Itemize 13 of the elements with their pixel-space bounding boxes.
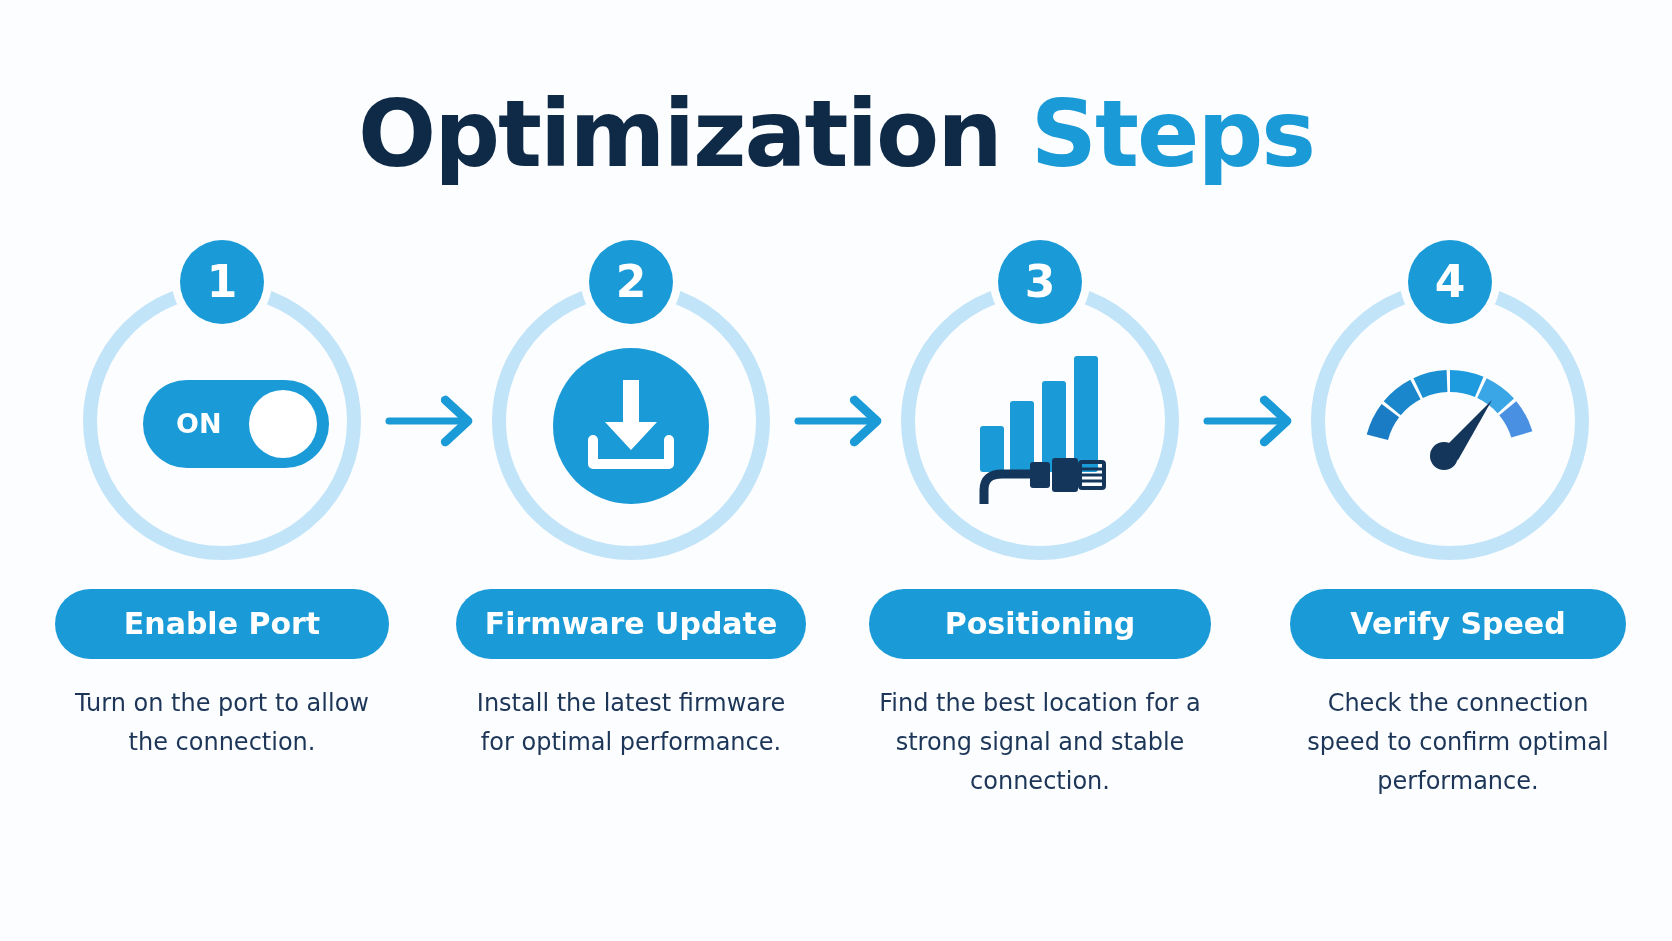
step-title-pill: Firmware Update <box>456 589 806 659</box>
step-title-pill: Verify Speed <box>1290 589 1626 659</box>
arrow <box>385 395 473 447</box>
step-description: Find the best location for a strong signal and stable connection. <box>878 688 1202 797</box>
arrow <box>794 395 882 447</box>
title: Optimization Steps <box>356 80 1316 190</box>
step-description: Check the connection speed to confirm optimal performance. <box>1306 688 1610 797</box>
step-description: Install the latest firmware for optimal performance. <box>475 688 787 758</box>
arrow <box>1203 395 1292 447</box>
step-description: Turn on the port to allow the connection. <box>74 688 370 758</box>
toggle-label: ON <box>176 409 222 439</box>
step-title-pill: Positioning <box>869 589 1211 659</box>
step-title-pill: Enable Port <box>55 589 389 659</box>
